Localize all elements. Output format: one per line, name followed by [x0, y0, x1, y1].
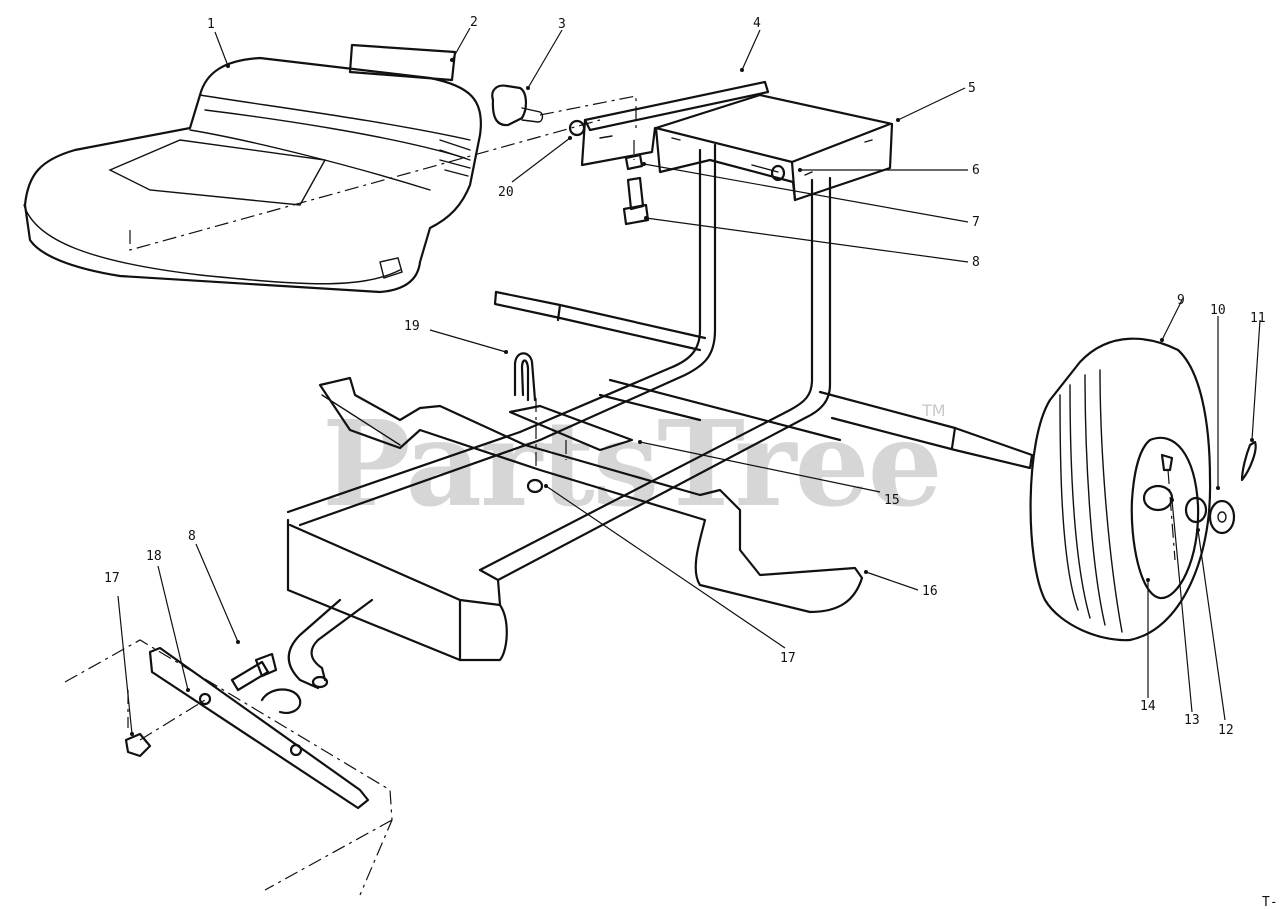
callout-15: 15	[884, 493, 900, 508]
corner-code: T-	[1262, 895, 1278, 909]
callout-17-hitch: 17	[104, 571, 120, 586]
callout-4: 4	[753, 16, 761, 31]
callout-5: 5	[968, 81, 976, 96]
seat	[23, 56, 482, 294]
callout-13: 13	[1184, 713, 1200, 728]
nut-7	[624, 153, 644, 171]
callout-14: 14	[1140, 699, 1156, 714]
callout-3: 3	[558, 17, 566, 32]
callout-12: 12	[1218, 723, 1234, 738]
seat-support	[654, 93, 894, 202]
seat-knob	[491, 84, 544, 127]
wheel-assembly	[1029, 337, 1257, 642]
callout-6: 6	[972, 163, 980, 178]
u-bolt	[513, 352, 537, 402]
callout-19: 19	[404, 319, 420, 334]
alignment-lines	[129, 95, 1176, 561]
callouts: 1 2 3 4 5 6 7 8 9 10 11 12 13 14 15 16 1…	[104, 15, 1266, 738]
callout-18: 18	[146, 549, 162, 564]
seat-pad	[348, 43, 457, 82]
hitch-assembly	[64, 639, 393, 896]
callout-1: 1	[207, 17, 215, 32]
watermark: PartsTree	[322, 394, 941, 533]
callout-2: 2	[470, 15, 478, 30]
callout-8-upper: 8	[972, 255, 980, 270]
callout-10: 10	[1210, 303, 1226, 318]
frame	[286, 143, 1034, 690]
callout-9: 9	[1177, 293, 1185, 308]
callout-8-hitch: 8	[188, 529, 196, 544]
callout-17-center: 17	[780, 651, 796, 666]
leader-lines	[117, 27, 1261, 736]
callout-16: 16	[922, 584, 938, 599]
foot-rest	[318, 376, 864, 614]
callout-20: 20	[498, 185, 514, 200]
watermark-trademark: TM	[921, 401, 946, 420]
seat-bracket	[580, 80, 770, 167]
callout-7: 7	[972, 215, 980, 230]
callout-11: 11	[1250, 311, 1266, 326]
nut-17	[526, 478, 544, 494]
bolt-8	[622, 176, 650, 226]
bolt-6	[751, 164, 786, 182]
